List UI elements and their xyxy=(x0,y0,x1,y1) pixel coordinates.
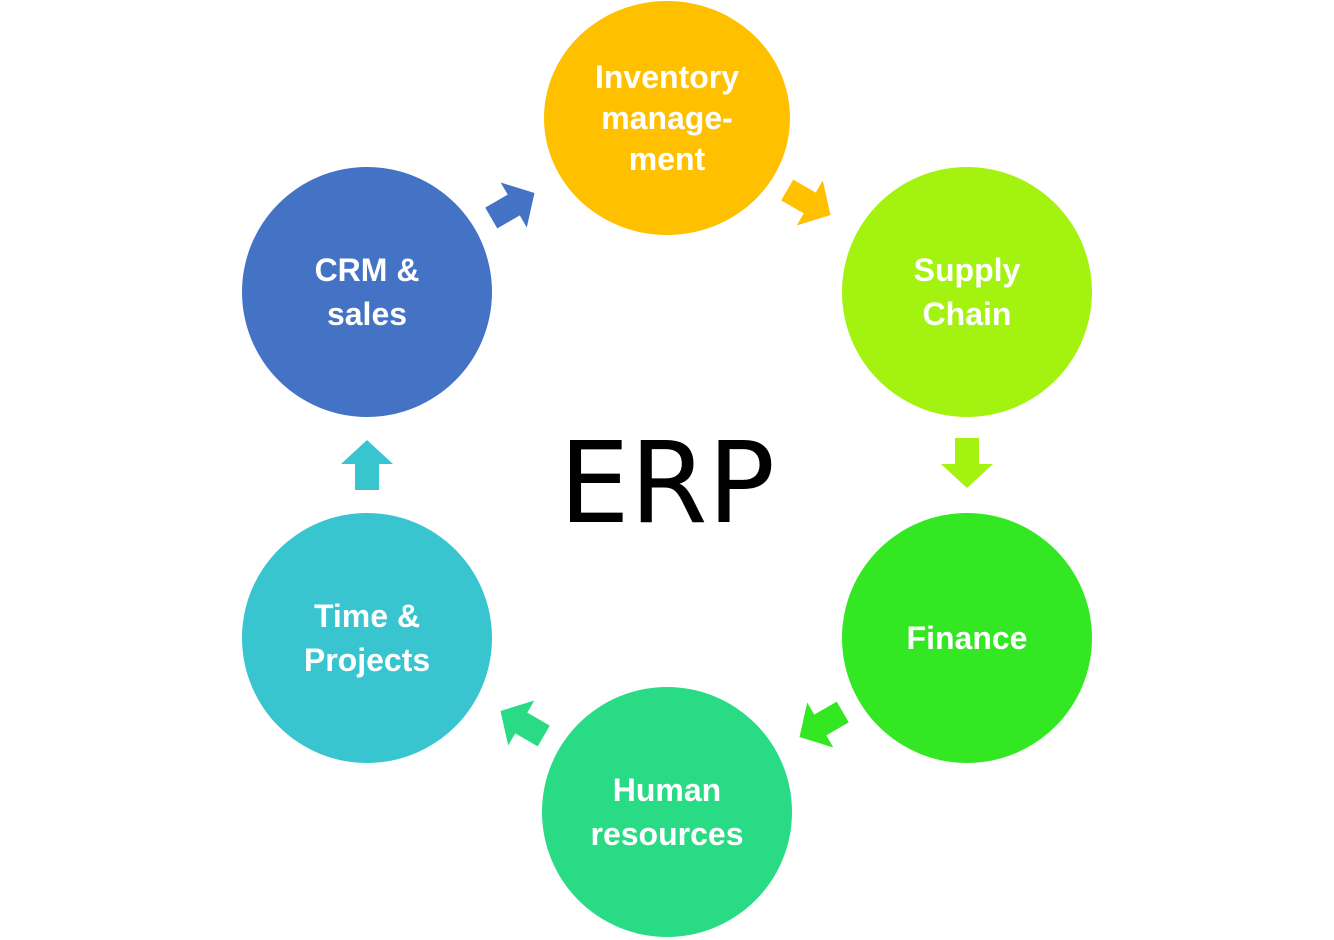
node-label-time-projects-line-0: Time & xyxy=(314,598,420,634)
arrow-finance-to-human-resources xyxy=(799,701,849,748)
node-crm-sales: CRM & sales xyxy=(242,167,492,417)
node-circle-finance xyxy=(842,513,1092,763)
node-circle-human-resources xyxy=(542,687,792,937)
node-time-projects: Time & Projects xyxy=(242,513,492,763)
node-finance: Finance xyxy=(842,513,1092,763)
arrow-time-projects-to-crm-sales xyxy=(341,440,393,490)
center-title: ERP xyxy=(559,419,775,549)
node-circle-supply-chain xyxy=(842,167,1092,417)
node-label-inventory-line-2: ment xyxy=(629,141,706,177)
node-label-finance-line-0: Finance xyxy=(907,620,1028,656)
node-human-resources: Human resources xyxy=(542,687,792,937)
node-label-inventory-line-0: Inventory xyxy=(595,59,739,95)
node-inventory: Inventory manage-ment xyxy=(544,1,790,235)
node-label-human-resources-line-0: Human xyxy=(613,772,721,808)
node-label-supply-chain-line-0: Supply xyxy=(914,252,1021,288)
arrows-layer xyxy=(341,179,993,748)
node-label-time-projects-line-1: Projects xyxy=(304,642,430,678)
arrow-crm-sales-to-inventory xyxy=(485,182,535,229)
node-circle-inventory xyxy=(544,1,790,235)
node-label-inventory-line-1: manage- xyxy=(601,100,733,136)
nodes-layer: Inventory manage-mentSupplyChainFinanceHu… xyxy=(242,1,1092,937)
node-label-human-resources-line-1: resources xyxy=(591,816,744,852)
node-label-crm-sales-line-0: CRM & xyxy=(315,252,420,288)
arrow-supply-chain-to-finance xyxy=(941,438,993,488)
arrow-inventory-to-supply-chain xyxy=(781,179,831,226)
node-label-supply-chain-line-1: Chain xyxy=(923,296,1012,332)
node-circle-crm-sales xyxy=(242,167,492,417)
node-circle-time-projects xyxy=(242,513,492,763)
arrow-human-resources-to-time-projects xyxy=(500,700,550,747)
node-label-crm-sales-line-1: sales xyxy=(327,296,407,332)
